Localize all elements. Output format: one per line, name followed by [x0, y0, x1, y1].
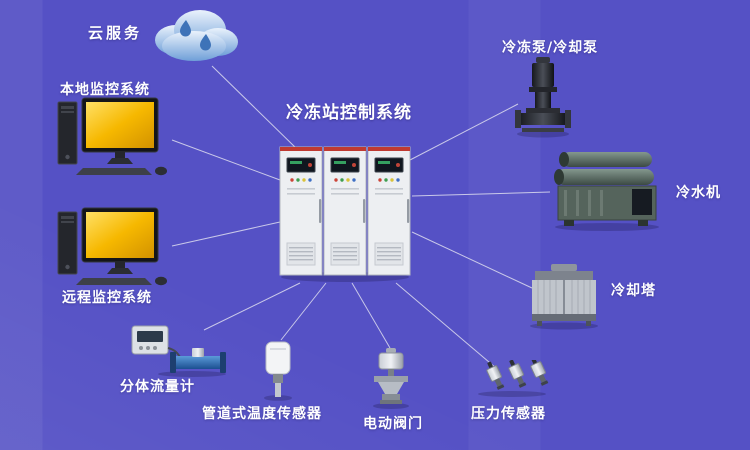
temperature-sensor-image [258, 340, 298, 402]
page-title: 冷冻站控制系统 [286, 103, 412, 123]
local-monitor-label: 本地监控系统 [60, 82, 150, 98]
remote-monitor-label: 远程监控系统 [62, 290, 152, 306]
pressure-sensor-label: 压力传感器 [471, 406, 546, 422]
cloud-icon [148, 0, 244, 70]
cooling-tower-label: 冷却塔 [611, 283, 656, 299]
chiller-label: 冷水机 [676, 185, 721, 201]
pump-label: 冷冻泵/冷却泵 [502, 40, 599, 56]
flow-meter-image [130, 324, 228, 378]
chiller-image [552, 150, 662, 232]
pressure-sensor-image [474, 355, 551, 398]
cooling-tower-image [527, 264, 601, 330]
valve-label: 电动阀门 [363, 416, 423, 432]
flow-meter-label: 分体流量计 [120, 379, 195, 395]
local-computer-image [55, 97, 170, 177]
temperature-sensor-label: 管道式温度传感器 [202, 406, 322, 422]
cloud-label: 云服务 [88, 24, 143, 42]
control-cabinet-image [278, 141, 413, 283]
remote-computer-image [55, 207, 170, 287]
valve-image [368, 348, 414, 410]
pump-image [514, 56, 572, 138]
